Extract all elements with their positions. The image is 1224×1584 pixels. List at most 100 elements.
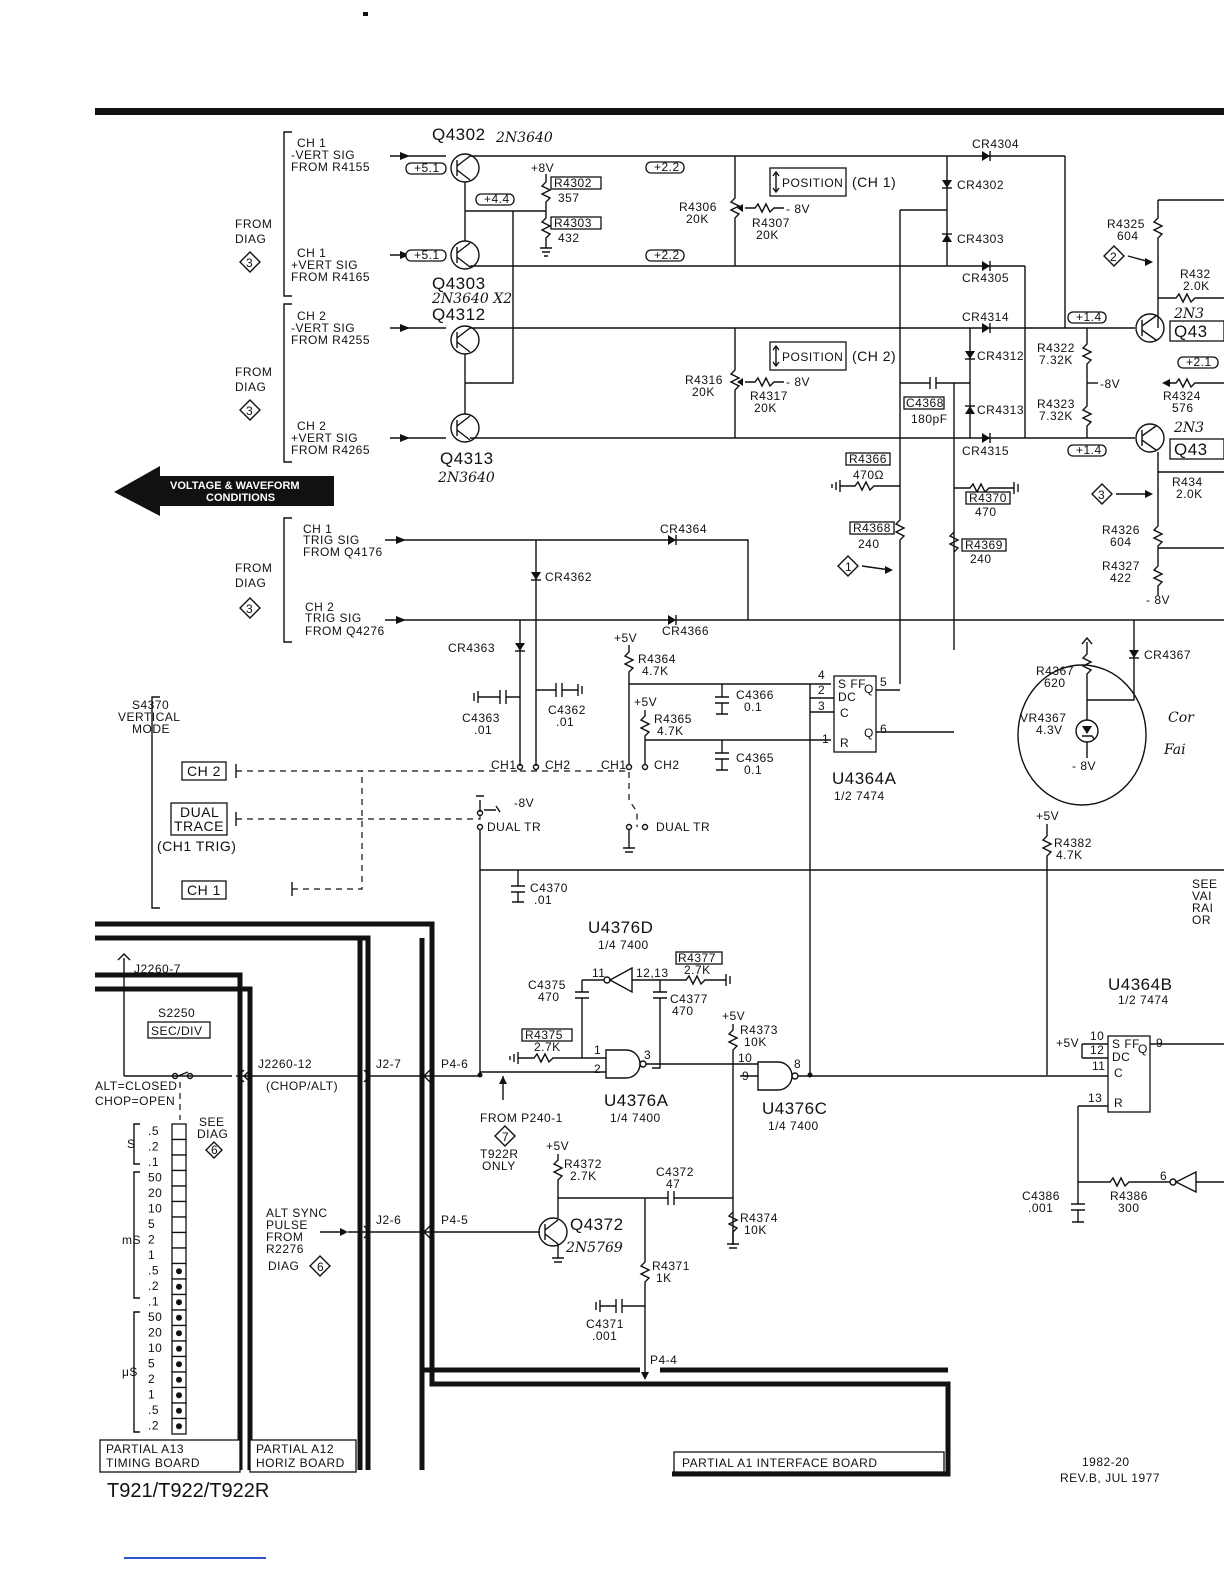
svg-text:4.7K: 4.7K	[1056, 848, 1083, 862]
document-number: 1982-20	[1082, 1455, 1130, 1469]
capacitor-c4363: C4363 .01	[462, 690, 520, 737]
svg-text:+2.1: +2.1	[1186, 355, 1212, 369]
svg-text:20K: 20K	[692, 385, 715, 399]
svg-text:0.1: 0.1	[744, 763, 762, 777]
svg-text:CH 1: CH 1	[297, 246, 326, 260]
sec-div-position[interactable]	[171, 1185, 187, 1203]
sec-div-value: 2	[148, 1233, 155, 1247]
svg-text:CR4366: CR4366	[662, 624, 709, 638]
mode-switch-section-a: CH1 CH2 -8V DUAL TR	[476, 758, 570, 1075]
svg-text:CR4364: CR4364	[660, 522, 707, 536]
diag-label: DIAG	[235, 380, 266, 394]
sec-div-position[interactable]	[171, 1200, 187, 1218]
gate-u4376c: 10 9 8 U4376C 1/4 7400	[732, 1051, 1088, 1245]
sec-div-value: 50	[148, 1171, 162, 1185]
transistor-q4372: Q4372 2N5769	[538, 1215, 623, 1263]
sec-div-position[interactable]	[171, 1216, 187, 1234]
sec-div-value: .5	[148, 1403, 159, 1417]
svg-text:R4368: R4368	[853, 521, 891, 535]
transistor-q43-upper: 2N3 Q43	[1135, 306, 1224, 343]
mode-button-ch1[interactable]: CH 1	[181, 880, 227, 900]
svg-text:240: 240	[970, 552, 992, 566]
svg-text:- 8V: - 8V	[786, 202, 810, 216]
resistor-r4324: R4324 576 2N3	[1162, 377, 1224, 436]
svg-text:PARTIAL A1 INTERFACE BOARD: PARTIAL A1 INTERFACE BOARD	[682, 1456, 878, 1470]
svg-text:Q: Q	[864, 682, 874, 696]
svg-text:R4323: R4323	[1037, 397, 1075, 411]
svg-text:CH1: CH1	[491, 758, 517, 772]
svg-text:CONDITIONS: CONDITIONS	[206, 492, 275, 504]
svg-text:2.0K: 2.0K	[1183, 279, 1210, 293]
contact-dot	[176, 1361, 182, 1368]
svg-text:CR4303: CR4303	[957, 232, 1004, 246]
sec-div-value: .2	[148, 1419, 159, 1433]
svg-text:2N3: 2N3	[1173, 420, 1204, 436]
svg-text:300: 300	[1118, 1201, 1140, 1215]
svg-text:Q4312: Q4312	[432, 305, 486, 324]
sec-div-position[interactable]	[171, 1138, 187, 1156]
svg-text:11: 11	[1092, 1059, 1105, 1073]
sec-div-position[interactable]	[171, 1247, 187, 1265]
resistor-r4386: R4386 300 6	[1078, 1169, 1224, 1215]
svg-text:R4374: R4374	[740, 1211, 778, 1225]
svg-text:- 8V: - 8V	[786, 375, 810, 389]
svg-text:6: 6	[1160, 1169, 1167, 1183]
svg-text:CR4362: CR4362	[545, 570, 592, 584]
svg-text:2.7K: 2.7K	[534, 1040, 561, 1054]
svg-text:1: 1	[822, 732, 829, 746]
svg-text:FROM Q4176: FROM Q4176	[303, 545, 383, 559]
svg-text:47: 47	[666, 1177, 680, 1191]
board-label-a13: PARTIAL A13 TIMING BOARD	[99, 1439, 241, 1473]
svg-text:CH 2: CH 2	[297, 419, 326, 433]
capacitor-c4362: C4362 .01	[536, 683, 585, 729]
from-label: FROM	[235, 561, 272, 575]
sec-div-position[interactable]	[171, 1231, 187, 1249]
svg-text:20K: 20K	[686, 212, 709, 226]
svg-text:12,13: 12,13	[636, 966, 669, 980]
svg-text:C4363: C4363	[462, 711, 500, 725]
svg-text:Q4302: Q4302	[432, 125, 486, 144]
svg-text:1/2 7474: 1/2 7474	[1118, 993, 1169, 1007]
resistor-r4375: R4375 2.7K	[509, 1028, 606, 1064]
svg-text:CH1: CH1	[601, 758, 627, 772]
svg-text:C4368: C4368	[906, 396, 944, 410]
sec-div-value: .2	[148, 1140, 159, 1154]
svg-text:422: 422	[1110, 571, 1132, 585]
svg-text:R4322: R4322	[1037, 341, 1075, 355]
sec-div-value: 1	[148, 1388, 155, 1402]
svg-text:Q43: Q43	[1174, 322, 1208, 341]
board-label-a12: PARTIAL A12 HORIZ BOARD	[249, 1439, 357, 1473]
svg-text:C4377: C4377	[670, 992, 708, 1006]
svg-text:576: 576	[1172, 401, 1194, 415]
resistor-r4327: R4327 422 - 8V	[1102, 559, 1170, 607]
svg-text:1/4 7400: 1/4 7400	[598, 938, 649, 952]
contact-dot	[176, 1407, 182, 1414]
mode-button-dual-trace[interactable]: DUAL TRACE	[170, 802, 228, 836]
diode-cr4302: CR4302	[942, 178, 1004, 192]
svg-text:PULSE: PULSE	[266, 1218, 308, 1232]
capacitor-c4365: C4365 0.1	[715, 740, 773, 777]
svg-text:+5V: +5V	[1056, 1036, 1079, 1050]
resistor-r4368: R4368 240	[849, 486, 906, 684]
from-p240-1: FROM P240-1 7 T922R ONLY	[480, 1076, 562, 1173]
ch2-neg-input-label: CH 2 -VERT SIG FROM R4255	[291, 309, 370, 347]
svg-text:(CHOP/ALT): (CHOP/ALT)	[266, 1079, 338, 1093]
from-label: FROM	[235, 217, 272, 231]
voltage-tag-21: +2.1	[1177, 355, 1219, 369]
mode-button-ch2[interactable]: CH 2	[181, 761, 227, 781]
resistor-r4371: R4371 1K	[639, 1198, 689, 1380]
svg-text:DC: DC	[838, 690, 856, 704]
sec-div-position[interactable]	[171, 1169, 187, 1187]
ch2-trig-label: CH 2 TRIG SIG FROM Q4276	[305, 600, 384, 638]
svg-text:U4376C: U4376C	[762, 1099, 827, 1118]
svg-text:0.1: 0.1	[744, 700, 762, 714]
sec-div-position[interactable]	[171, 1154, 187, 1172]
svg-text:4.7K: 4.7K	[657, 724, 684, 738]
svg-text:10: 10	[738, 1051, 752, 1065]
svg-text:SEC/DIV: SEC/DIV	[151, 1024, 203, 1038]
sec-div-position[interactable]	[171, 1123, 187, 1141]
diag-number: 3	[246, 404, 253, 418]
svg-text:+8V: +8V	[531, 161, 554, 175]
svg-text:2N3: 2N3	[1173, 306, 1204, 322]
svg-text:+VERT SIG: +VERT SIG	[291, 431, 358, 445]
